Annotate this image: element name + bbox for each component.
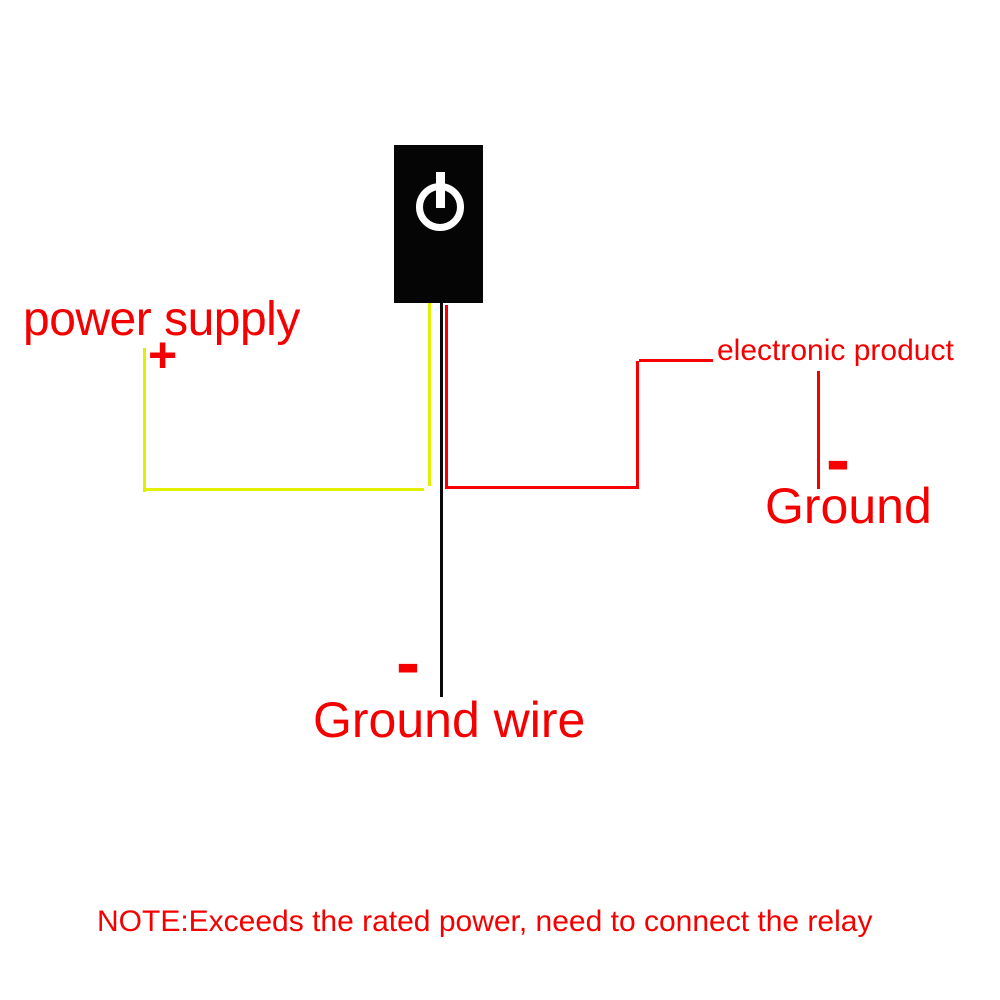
plus-sign: +: [148, 327, 178, 383]
ground-wire-minus-sign: -: [396, 623, 420, 703]
power-switch: [394, 145, 483, 303]
product-ground-wire-vertical: [817, 371, 820, 489]
positive-wire-switch-vertical: [428, 303, 431, 486]
ground-minus-sign: -: [826, 420, 850, 500]
ground-label: Ground: [765, 478, 932, 534]
output-wire-up-vertical: [636, 361, 639, 489]
output-wire-top-horizontal: [639, 359, 713, 362]
ground-wire-line: [440, 303, 443, 697]
positive-wire-bottom-horizontal: [145, 488, 424, 491]
power-supply-label: power supply: [23, 293, 300, 346]
output-wire-middle-horizontal: [448, 486, 639, 489]
ground-wire-label: Ground wire: [313, 692, 586, 748]
output-wire-switch-vertical: [445, 305, 448, 489]
electronic-product-label: electronic product: [717, 334, 954, 367]
positive-wire-left-vertical: [143, 348, 146, 492]
power-icon: [416, 172, 464, 231]
note-text: NOTE:Exceeds the rated power, need to co…: [97, 905, 873, 938]
